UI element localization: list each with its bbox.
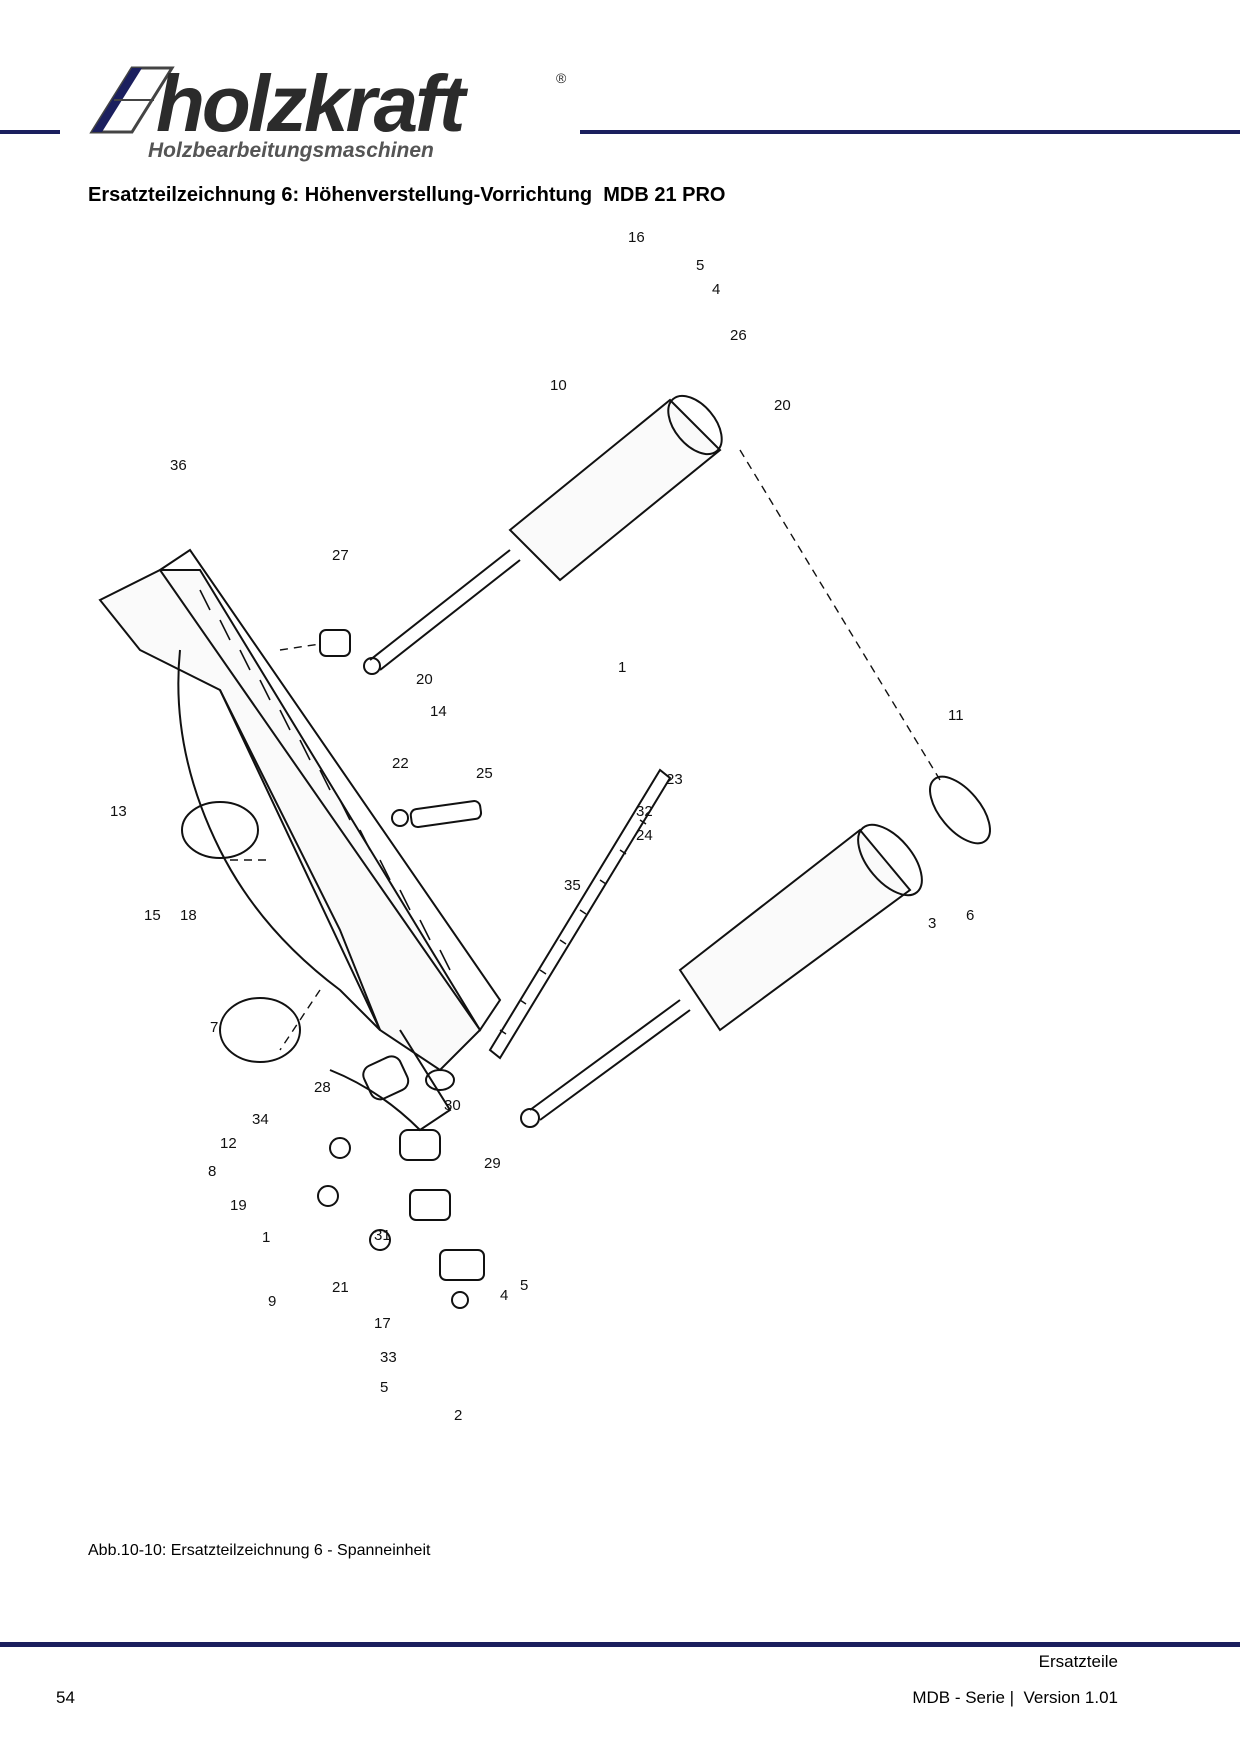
callout-label: 28	[314, 1079, 331, 1096]
logo-wordmark: holzkraft	[156, 59, 465, 148]
callout-label: 11	[948, 707, 964, 724]
callout-label: 1	[618, 659, 626, 676]
assembly-guide-lines	[230, 449, 941, 1051]
tensioner-assembly-part	[317, 1055, 485, 1309]
callout-label: 4	[500, 1287, 508, 1304]
brand-mark-icon	[89, 66, 175, 134]
brand-logo: holzkraft ® Holzbearbeitungsmaschinen	[84, 58, 574, 168]
logo-registered-mark: ®	[556, 70, 567, 86]
callout-label: 34	[252, 1111, 269, 1128]
callout-label: 26	[730, 327, 747, 344]
callout-label: 7	[210, 1019, 218, 1036]
callout-label: 25	[476, 765, 493, 782]
series-version: MDB - Serie | Version 1.01	[912, 1688, 1118, 1707]
callout-label: 3	[928, 915, 936, 932]
figure-caption: Abb.10-10: Ersatzteilzeichnung 6 - Spann…	[88, 1542, 431, 1559]
section-label: Ersatzteile	[1038, 1652, 1118, 1671]
upper-gas-spring-part	[319, 394, 723, 675]
part-callouts: 16 5 4 26 10 20 36 27 20 14 1 11 22 25 2…	[110, 230, 974, 1424]
lower-gas-spring-part	[520, 775, 991, 1128]
callout-label: 20	[416, 671, 433, 688]
page-title: Ersatzteilzeichnung 6: Höhenverstellung-…	[88, 184, 726, 206]
callout-label: 17	[374, 1315, 391, 1332]
callout-label: 32	[636, 803, 653, 820]
callout-label: 21	[332, 1279, 349, 1296]
callout-label: 6	[966, 907, 974, 924]
callout-label: 10	[550, 377, 567, 394]
callout-label: 20	[774, 397, 791, 414]
header-rule	[0, 130, 1240, 134]
callout-label: 12	[220, 1135, 237, 1152]
page-number: 54	[56, 1688, 75, 1707]
callout-label: 30	[444, 1097, 461, 1114]
callout-label: 16	[628, 230, 645, 246]
frame-part	[98, 548, 502, 1132]
callout-label: 33	[380, 1349, 397, 1366]
callout-label: 31	[374, 1227, 391, 1244]
callout-label: 23	[666, 771, 683, 788]
callout-label: 2	[454, 1407, 462, 1424]
exploded-parts-drawing: 16 5 4 26 10 20 36 27 20 14 1 11 22 25 2…	[98, 230, 991, 1424]
callout-label: 14	[430, 703, 447, 720]
threaded-rod-part	[391, 768, 672, 1060]
callout-label: 5	[696, 257, 704, 274]
callout-label: 15	[144, 907, 161, 924]
callout-label: 8	[208, 1163, 216, 1180]
callout-label: 4	[712, 281, 720, 298]
callout-label: 22	[392, 755, 409, 772]
callout-label: 24	[636, 827, 653, 844]
callout-label: 5	[520, 1277, 528, 1294]
callout-label: 29	[484, 1155, 501, 1172]
logo-tagline: Holzbearbeitungsmaschinen	[148, 139, 434, 162]
callout-label: 27	[332, 547, 349, 564]
callout-label: 18	[180, 907, 197, 924]
callout-label: 5	[380, 1379, 388, 1396]
footer-rule	[0, 1642, 1240, 1647]
callout-label: 1	[262, 1229, 270, 1246]
callout-label: 19	[230, 1197, 247, 1214]
callout-label: 9	[268, 1293, 276, 1310]
callout-label: 36	[170, 457, 187, 474]
callout-label: 13	[110, 803, 127, 820]
callout-label: 35	[564, 877, 581, 894]
logo-mask	[60, 128, 580, 136]
